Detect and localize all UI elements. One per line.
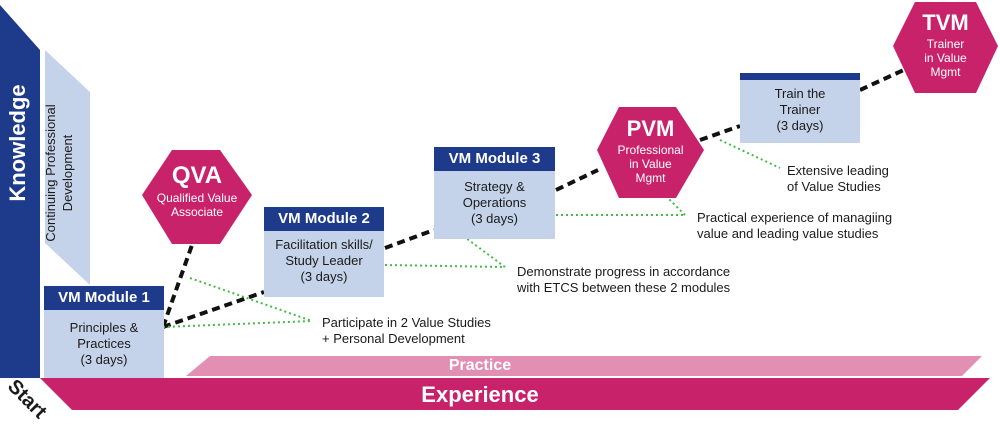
cpd-band bbox=[45, 50, 90, 285]
requirement-note-1: Participate in 2 Value Studies + Persona… bbox=[322, 315, 542, 348]
practice-bar bbox=[186, 356, 982, 376]
experience-bar bbox=[40, 378, 990, 410]
tvm-name-line: Mgmt bbox=[930, 64, 961, 79]
requirement-line: Participate in 2 Value Studies bbox=[322, 315, 491, 330]
tvm-name-line: Trainer bbox=[926, 37, 965, 51]
pvm-name-line: Professional bbox=[617, 143, 684, 157]
requirement-line: of Value Studies bbox=[787, 179, 881, 195]
qva-hexagon bbox=[142, 150, 252, 244]
knowledge-bar bbox=[0, 5, 40, 378]
module-1-line: (3 days) bbox=[80, 351, 128, 367]
requirement-line: Practical experience of managiing bbox=[697, 210, 893, 225]
module-4-line: Trainer bbox=[779, 101, 821, 117]
practice-label: Practice bbox=[448, 357, 512, 374]
module-1-body: Principles & Practices (3 days) bbox=[44, 310, 164, 378]
pvm-hexagon bbox=[597, 107, 704, 198]
diagram-shapes bbox=[0, 2, 998, 410]
module-3-line: (3 days) bbox=[471, 210, 518, 226]
qva-name: Qualified Value Associate bbox=[142, 191, 252, 220]
requirement-line: + Personal Development bbox=[322, 331, 465, 347]
module-4-line: (3 days) bbox=[776, 117, 824, 133]
qva-title: QVA bbox=[171, 162, 223, 189]
requirement-line: with ETCS between these 2 modules bbox=[517, 280, 731, 296]
module-2-line: Study Leader bbox=[285, 252, 363, 268]
pvm-name: Professional in Value Mgmt bbox=[597, 143, 704, 185]
requirement-note-2: Demonstrate progress in accordance with … bbox=[517, 264, 767, 297]
module-3-body: Strategy & Operations (3 days) bbox=[434, 171, 555, 239]
pvm-name-line: in Value bbox=[629, 156, 672, 171]
module-4-line: Train the bbox=[774, 86, 826, 101]
qva-name-line: Associate bbox=[170, 204, 224, 219]
pvm-name-line: Mgmt bbox=[635, 170, 666, 185]
module-2-header: VM Module 2 bbox=[264, 207, 384, 231]
module-2-line: (3 days) bbox=[300, 268, 348, 284]
module-1-header: VM Module 1 bbox=[44, 286, 164, 310]
pvm-title: PVM bbox=[626, 116, 675, 141]
module-2-line: Facilitation skills/ bbox=[275, 237, 373, 252]
requirement-line: value and leading value studies bbox=[697, 226, 879, 242]
requirement-note-3: Practical experience of managiing value … bbox=[697, 210, 937, 243]
module-4-header bbox=[740, 73, 860, 80]
module-2-body: Facilitation skills/ Study Leader (3 day… bbox=[264, 231, 384, 297]
progression-path bbox=[161, 66, 909, 329]
module-3-header: VM Module 3 bbox=[434, 147, 555, 171]
diagram-canvas: Knowledge Start Continuing Professional … bbox=[0, 2, 998, 423]
knowledge-axis-label: Knowledge bbox=[5, 84, 30, 202]
module-3-line: Strategy & bbox=[464, 179, 525, 194]
requirement-note-4: Extensive leading of Value Studies bbox=[787, 163, 937, 196]
tvm-name: Trainer in Value Mgmt bbox=[893, 37, 998, 79]
module-4-body: Train the Trainer (3 days) bbox=[740, 80, 860, 143]
tvm-name-line: in Value bbox=[924, 50, 967, 65]
module-1-line: Principles & bbox=[69, 320, 139, 335]
requirement-line: Demonstrate progress in accordance bbox=[517, 264, 731, 279]
experience-label: Experience bbox=[421, 382, 539, 407]
qva-name-line: Qualified Value bbox=[156, 191, 238, 205]
tvm-hexagon bbox=[893, 2, 998, 93]
tvm-title: TVM bbox=[922, 10, 969, 35]
requirement-line: Extensive leading bbox=[787, 163, 889, 178]
module-3-line: Operations bbox=[462, 194, 527, 210]
cpd-label: Continuing Professional Development bbox=[43, 104, 75, 242]
module-1-line: Practices bbox=[77, 335, 131, 351]
